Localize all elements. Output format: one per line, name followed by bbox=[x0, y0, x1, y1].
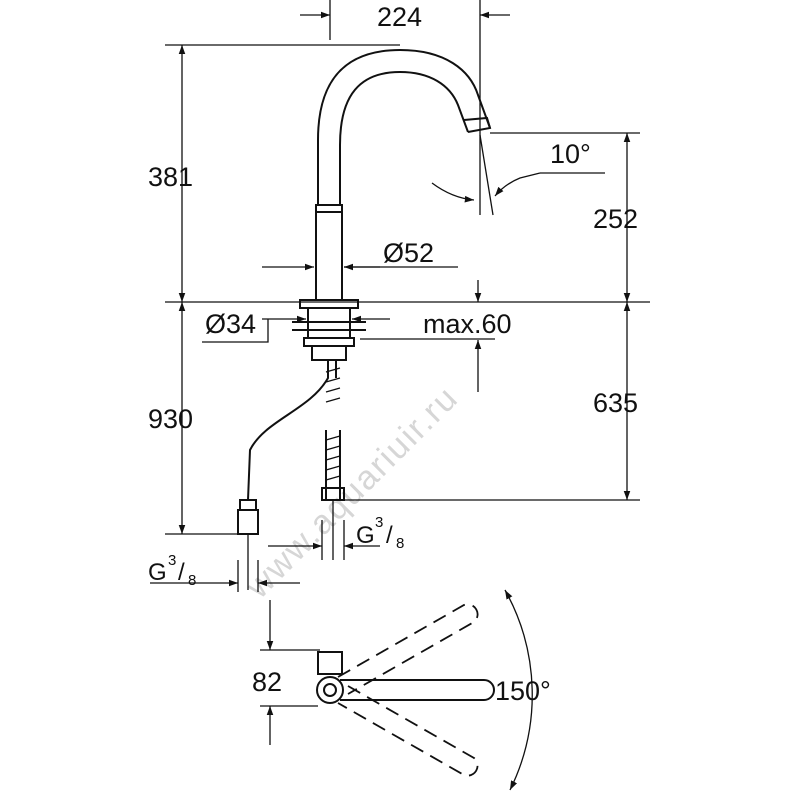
dim-outlet-height: 252 bbox=[593, 204, 638, 234]
svg-text:8: 8 bbox=[188, 572, 196, 589]
top-view-lever bbox=[317, 651, 343, 675]
svg-text:/: / bbox=[386, 522, 393, 549]
dim-swivel-range: 150° bbox=[495, 676, 551, 706]
svg-text:G: G bbox=[356, 522, 375, 549]
faucet-top-view bbox=[316, 603, 495, 777]
spout-inner bbox=[339, 70, 469, 205]
top-view-base bbox=[316, 676, 344, 704]
aerator bbox=[463, 116, 492, 133]
dim-spout-reach: 224 bbox=[377, 2, 422, 32]
svg-text:3: 3 bbox=[375, 514, 383, 531]
svg-text:8: 8 bbox=[396, 535, 404, 552]
dim-body-diameter: Ø52 bbox=[383, 238, 434, 268]
svg-text:G: G bbox=[148, 559, 167, 586]
hose-braid bbox=[325, 367, 341, 481]
dimension-lines bbox=[150, 0, 650, 592]
spout-top-swivel-limits bbox=[337, 603, 479, 777]
watermark: www.aquariuir.ru bbox=[238, 378, 466, 606]
dimension-labels: 224 381 10° 252 Ø52 Ø34 max.60 930 635 8… bbox=[148, 2, 638, 706]
spout-top-main bbox=[340, 679, 495, 701]
dim-depth: 82 bbox=[252, 667, 282, 697]
hose-left bbox=[247, 360, 329, 501]
svg-text:3: 3 bbox=[168, 552, 176, 569]
dim-total-height: 381 bbox=[148, 162, 193, 192]
svg-text:/: / bbox=[178, 559, 185, 586]
mounting-flange bbox=[299, 299, 359, 309]
connection-left-label: G 3 / 8 bbox=[148, 552, 196, 589]
dim-hole-diameter: Ø34 bbox=[205, 309, 256, 339]
top-view-dimensions bbox=[260, 589, 533, 791]
faucet-body bbox=[315, 204, 343, 301]
dim-spout-angle: 10° bbox=[550, 139, 591, 169]
dim-hose-length: 930 bbox=[148, 404, 193, 434]
dim-hose-end-height: 635 bbox=[593, 388, 638, 418]
dim-max-deck-thickness: max.60 bbox=[423, 309, 512, 339]
faucet-side-view bbox=[237, 48, 492, 590]
spout-outer bbox=[317, 48, 491, 205]
connection-right-label: G 3 / 8 bbox=[356, 514, 404, 552]
